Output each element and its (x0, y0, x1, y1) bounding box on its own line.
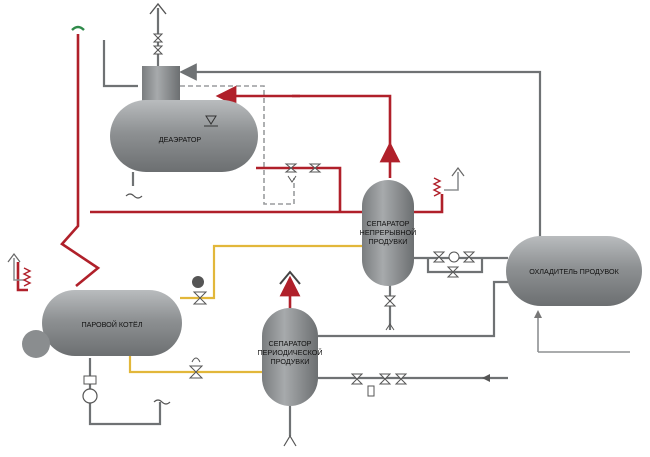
vent-arrow-icon (7, 253, 26, 281)
level-marker-icon (205, 115, 217, 125)
cont-separator-label-3: ПРОДУВКИ (369, 237, 408, 246)
gray-pipes (88, 8, 630, 436)
gauge-icon (192, 276, 204, 288)
cont-separator-label-2: НЕПРЕРЫВНОЙ (360, 228, 417, 237)
deaerator-label: ДЕАЭРАТОР (159, 135, 202, 144)
steam-boiler-label: ПАРОВОЙ КОТЁЛ (81, 320, 142, 329)
vent-arrow-icon (149, 2, 167, 15)
valve-icon (383, 295, 397, 307)
valve-icon (152, 33, 164, 55)
drain-icon (385, 323, 395, 331)
vent-arrow-icon (279, 270, 301, 285)
continuous-blowdown-separator: СЕПАРАТОР НЕПРЕРЫВНОЙ ПРОДУВКИ (360, 180, 417, 286)
cont-separator-label-1: СЕПАРАТОР (367, 219, 410, 228)
vent-accent-icon (71, 25, 85, 31)
drain-icon (125, 193, 143, 199)
steam-pipes (16, 34, 444, 308)
valve-group-periodic-inlet (350, 373, 408, 397)
pump-icon (82, 375, 98, 404)
periodic-separator-label-3: ПРОДУВКИ (271, 357, 310, 366)
relief-spring-icon (432, 177, 442, 197)
valve-icon (192, 291, 208, 305)
deaerator: ДЕАЭРАТОР (110, 66, 258, 172)
drain-icon (283, 434, 297, 447)
inlet-arrow-icon (482, 374, 490, 382)
blowdown-cooler-label: ОХЛАДИТЕЛЬ ПРОДУВОК (529, 267, 619, 276)
periodic-separator-label-2: ПЕРИОДИЧЕСКОЙ (257, 348, 322, 357)
relief-spring-icon (22, 267, 32, 287)
blowdown-cooler: ОХЛАДИТЕЛЬ ПРОДУВОК (506, 236, 642, 306)
valve-icon (188, 357, 204, 379)
blowdown-pipes (128, 244, 362, 374)
valve-group-cooler-inlet (432, 251, 476, 278)
vent-arrow-icon (444, 167, 465, 191)
periodic-blowdown-separator: СЕПАРАТОР ПЕРИОДИЧЕСКОЙ ПРОДУВКИ (257, 308, 323, 406)
inlet-arrow-icon (534, 310, 542, 318)
control-valve-group (284, 163, 322, 183)
steam-boiler: ПАРОВОЙ КОТЁЛ (22, 290, 182, 358)
drain-icon (153, 399, 171, 405)
periodic-separator-label-1: СЕПАРАТОР (269, 339, 312, 348)
